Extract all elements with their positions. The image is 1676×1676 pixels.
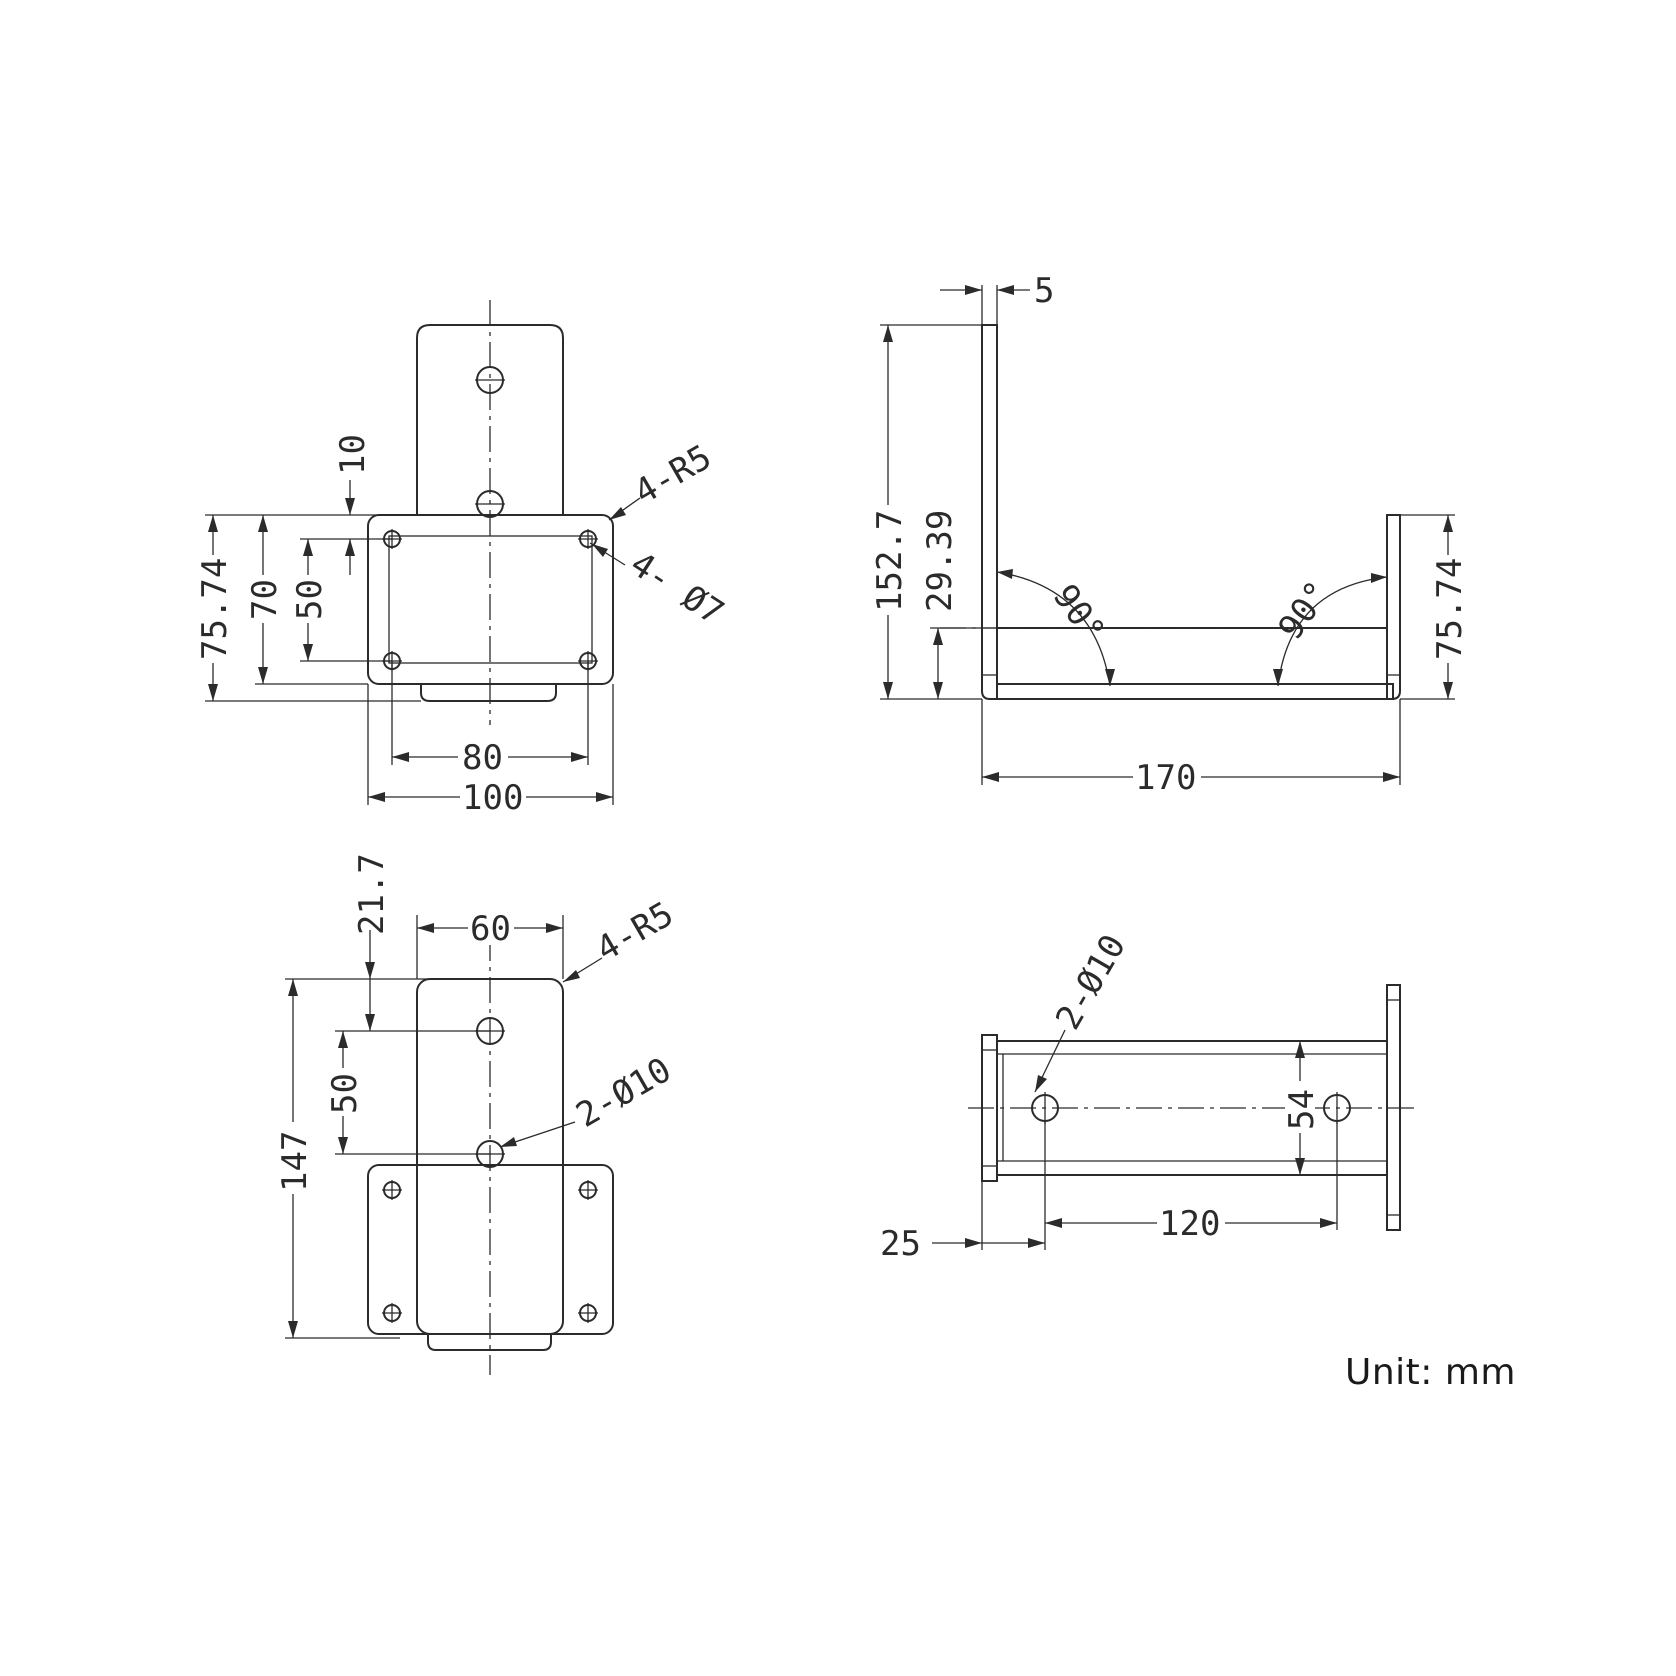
back-label-4-r5: 4-R5 (590, 894, 681, 970)
back-base-hole-tr (578, 1180, 598, 1200)
side-view: 5 152.7 29.39 90° 90° 75.74 170 (870, 271, 1470, 798)
front-dim-10: 10 (333, 434, 373, 475)
front-label-4-r5: 4-R5 (628, 437, 719, 513)
side-dim-5: 5 (1034, 271, 1054, 311)
bottom-dim-120: 120 (1159, 1204, 1220, 1244)
front-label-4-d7: 4- Ø7 (623, 544, 731, 633)
side-angle-right: 90° (1271, 574, 1339, 647)
side-dim-170: 170 (1135, 758, 1196, 798)
front-view: 75.74 70 50 10 4-R5 4- Ø7 80 (195, 300, 731, 818)
bottom-channel (996, 1040, 1388, 1176)
front-dim-75-74: 75.74 (195, 558, 235, 660)
bottom-dim-54: 54 (1282, 1089, 1322, 1130)
unit-label: Unit: mm (1345, 1352, 1516, 1393)
side-channel-wall (996, 627, 1388, 685)
side-left-plate (981, 324, 998, 700)
front-dim-50: 50 (290, 579, 330, 620)
side-dim-152-7: 152.7 (870, 510, 910, 612)
side-bottom-plate (997, 683, 1394, 700)
front-dim-80: 80 (462, 738, 503, 778)
back-dim-147: 147 (275, 1131, 315, 1192)
side-right-plate (1386, 514, 1401, 700)
front-base-hole-tr (578, 529, 598, 549)
bottom-label-2-d10: 2-Ø10 (1048, 928, 1134, 1037)
back-base-hole-tl (382, 1180, 402, 1200)
side-dim-75-74: 75.74 (1430, 558, 1470, 660)
back-label-2-d10: 2-Ø10 (570, 1050, 679, 1136)
back-dim-21-7: 21.7 (352, 853, 392, 935)
back-view: 21.7 60 4-R5 50 2-Ø10 147 (275, 853, 680, 1375)
back-base-hole-br (578, 1303, 598, 1323)
bottom-dim-25: 25 (880, 1224, 921, 1264)
side-angle-left: 90° (1045, 577, 1113, 650)
bottom-view: 2-Ø10 54 120 25 (880, 928, 1418, 1264)
front-dim-100: 100 (462, 778, 523, 818)
side-dim-29-39: 29.39 (920, 510, 960, 612)
back-dim-50: 50 (325, 1073, 365, 1114)
back-dim-60: 60 (470, 909, 511, 949)
front-upright-hole-top (475, 366, 505, 394)
front-upright-hole-bottom (475, 490, 505, 518)
back-base-hole-bl (382, 1303, 402, 1323)
front-bottom-tab (420, 684, 557, 702)
front-dim-70: 70 (245, 579, 285, 620)
back-bottom-tab (427, 1334, 552, 1351)
